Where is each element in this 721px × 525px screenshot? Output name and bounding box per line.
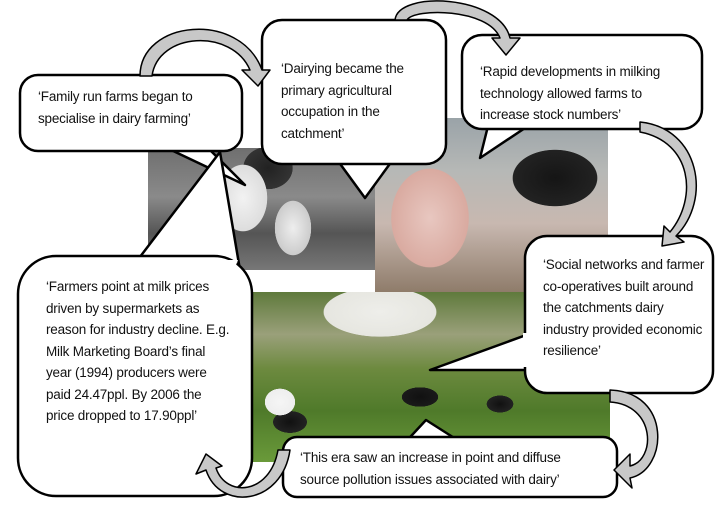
family-bubble [18, 73, 244, 153]
arrow-social-to-pollution [609, 389, 659, 489]
arrow-pollution-to-prices [195, 449, 291, 498]
rapid-bubble [460, 33, 704, 131]
social-bubble-text: ‘Social networks and farmer co-operative… [543, 257, 705, 358]
pollution-bubble-text: ‘This era saw an increase in point and d… [300, 450, 561, 487]
arrows [139, 0, 697, 498]
arrow-rapid-to-social [639, 121, 697, 247]
arrow-family-to-dairying [139, 28, 271, 87]
rapid-bubble-text: ‘Rapid developments in milking technolog… [480, 64, 661, 122]
dairying-bubble [260, 18, 448, 166]
prices-bubble-tail [128, 150, 242, 272]
prices-bubble [16, 254, 254, 498]
arrow-dairying-to-rapid [394, 0, 521, 56]
dairying-bubble-text: ‘Dairying became the primary agricultura… [281, 61, 404, 141]
family-bubble-text: ‘Family run farms began to specialise in… [38, 89, 193, 126]
prices-bubble-text: ‘Farmers point at milk prices driven by … [46, 279, 230, 423]
